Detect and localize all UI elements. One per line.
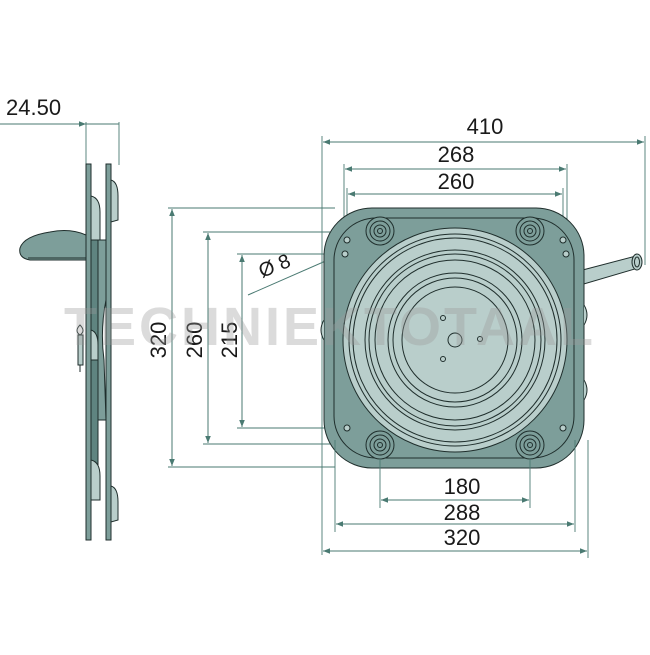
dim-268: 268 bbox=[438, 142, 475, 167]
thickness-dimension: 24.50 bbox=[0, 95, 120, 165]
side-view: 24.50 bbox=[0, 95, 120, 541]
dim-260-vertical: 260 bbox=[182, 322, 207, 359]
dim-320-vertical: 320 bbox=[146, 322, 171, 359]
turntable bbox=[342, 227, 568, 453]
corner-bolts bbox=[365, 216, 545, 460]
dim-180: 180 bbox=[444, 474, 481, 499]
dim-260-horizontal: 260 bbox=[438, 169, 475, 194]
mounting-holes bbox=[341, 236, 570, 432]
thickness-label: 24.50 bbox=[6, 95, 61, 120]
dim-410: 410 bbox=[467, 114, 504, 139]
bottom-dimensions: 180 288 320 bbox=[323, 440, 589, 558]
vertical-dimensions: 320 260 215 Ø 8 bbox=[146, 207, 345, 468]
dim-320-horizontal: 320 bbox=[444, 525, 481, 550]
release-lever bbox=[19, 230, 87, 261]
dim-288: 288 bbox=[444, 500, 481, 525]
handle-rod bbox=[574, 253, 643, 287]
top-dimensions: 410 268 260 bbox=[321, 114, 646, 555]
watermark: TECHNIEKTOTAAL bbox=[64, 297, 596, 357]
upper-plate bbox=[105, 163, 112, 541]
front-view bbox=[320, 207, 643, 469]
dim-215-vertical: 215 bbox=[217, 322, 242, 359]
